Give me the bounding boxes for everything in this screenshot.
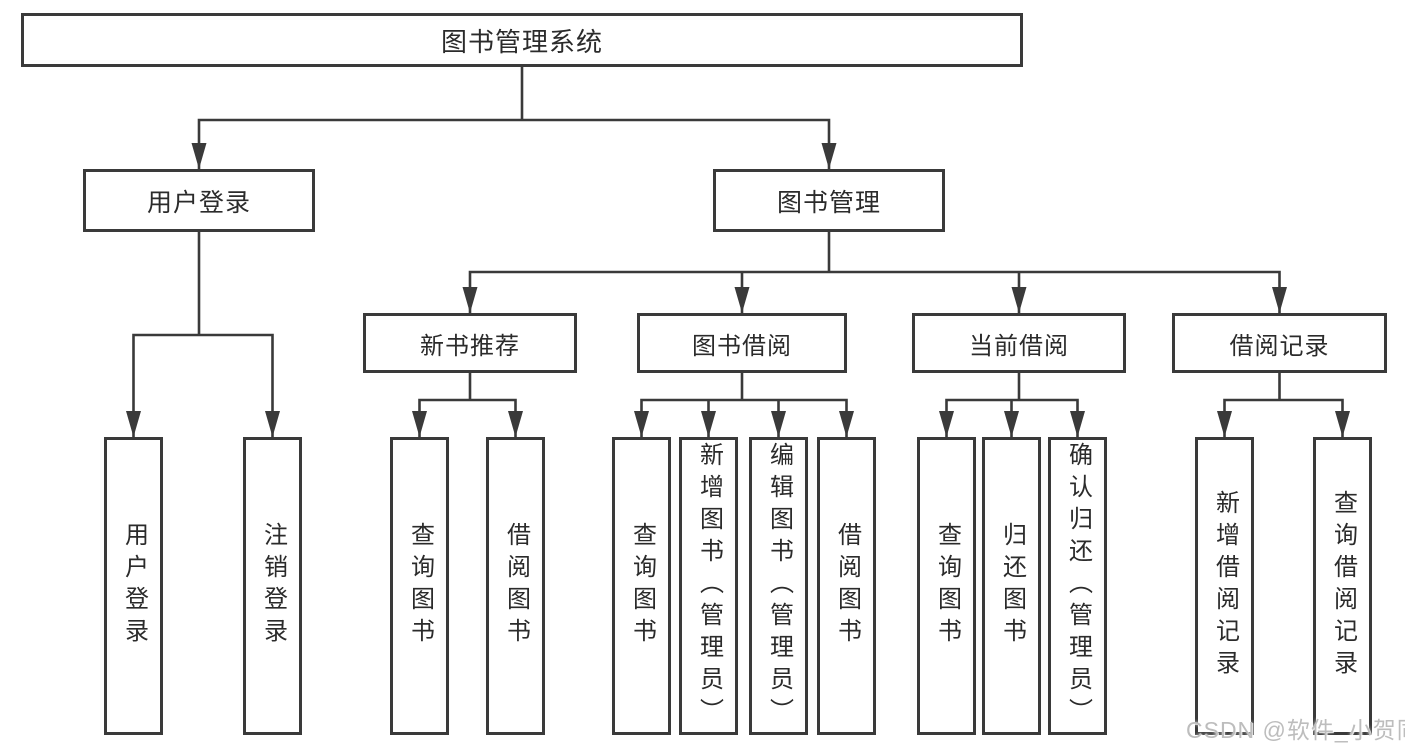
leaf-add-book-admin-label: 新增图书（管理员） xyxy=(695,442,723,730)
leaf-borrow-books-recommend-label: 借阅图书 xyxy=(502,522,530,650)
leaf-add-borrow-record-label: 新增借阅记录 xyxy=(1211,490,1239,682)
leaf-query-borrow-record: 查询借阅记录 xyxy=(1313,437,1372,735)
connector-root-to-level2 xyxy=(197,67,831,170)
leaf-user-login: 用户登录 xyxy=(104,437,163,735)
leaf-query-books-borrow: 查询图书 xyxy=(612,437,671,735)
leaf-return-book: 归还图书 xyxy=(982,437,1041,735)
arrowheads xyxy=(126,143,1350,437)
node-book-borrow: 图书借阅 xyxy=(637,313,847,373)
connector-new-book-recommend-to-leaves xyxy=(418,373,517,437)
leaf-return-book-label: 归还图书 xyxy=(998,522,1026,650)
node-user-login: 用户登录 xyxy=(83,169,315,232)
leaf-query-books-recommend: 查询图书 xyxy=(390,437,449,735)
node-root: 图书管理系统 xyxy=(21,13,1023,67)
csdn-watermark: CSDN @软件_小贺同学 xyxy=(1186,717,1405,743)
leaf-add-borrow-record: 新增借阅记录 xyxy=(1195,437,1254,735)
leaf-borrow-books-label: 借阅图书 xyxy=(833,522,861,650)
leaf-user-login-label: 用户登录 xyxy=(120,522,148,650)
leaf-logout-label: 注销登录 xyxy=(259,522,287,650)
leaf-edit-book-admin-label: 编辑图书（管理员） xyxy=(765,442,793,730)
connector-book-management-to-level3 xyxy=(468,232,1281,313)
leaf-query-books-current: 查询图书 xyxy=(917,437,976,735)
leaf-query-books-borrow-label: 查询图书 xyxy=(628,522,656,650)
leaf-confirm-return-admin: 确认归还（管理员） xyxy=(1048,437,1107,735)
connector-borrow-records-to-leaves xyxy=(1223,373,1344,437)
leaf-add-book-admin: 新增图书（管理员） xyxy=(679,437,738,735)
node-borrow-records: 借阅记录 xyxy=(1172,313,1387,373)
leaf-borrow-books-recommend: 借阅图书 xyxy=(486,437,545,735)
leaf-confirm-return-admin-label: 确认归还（管理员） xyxy=(1064,442,1092,730)
node-new-book-recommend: 新书推荐 xyxy=(363,313,577,373)
node-book-management: 图书管理 xyxy=(713,169,945,232)
leaf-query-books-recommend-label: 查询图书 xyxy=(406,522,434,650)
leaf-query-books-current-label: 查询图书 xyxy=(933,522,961,650)
connector-user-login-to-leaves xyxy=(132,232,274,437)
leaf-query-borrow-record-label: 查询借阅记录 xyxy=(1329,490,1357,682)
leaf-edit-book-admin: 编辑图书（管理员） xyxy=(749,437,808,735)
leaf-logout: 注销登录 xyxy=(243,437,302,735)
leaf-borrow-books: 借阅图书 xyxy=(817,437,876,735)
connector-book-borrow-to-leaves xyxy=(640,373,848,437)
node-current-borrow: 当前借阅 xyxy=(912,313,1126,373)
